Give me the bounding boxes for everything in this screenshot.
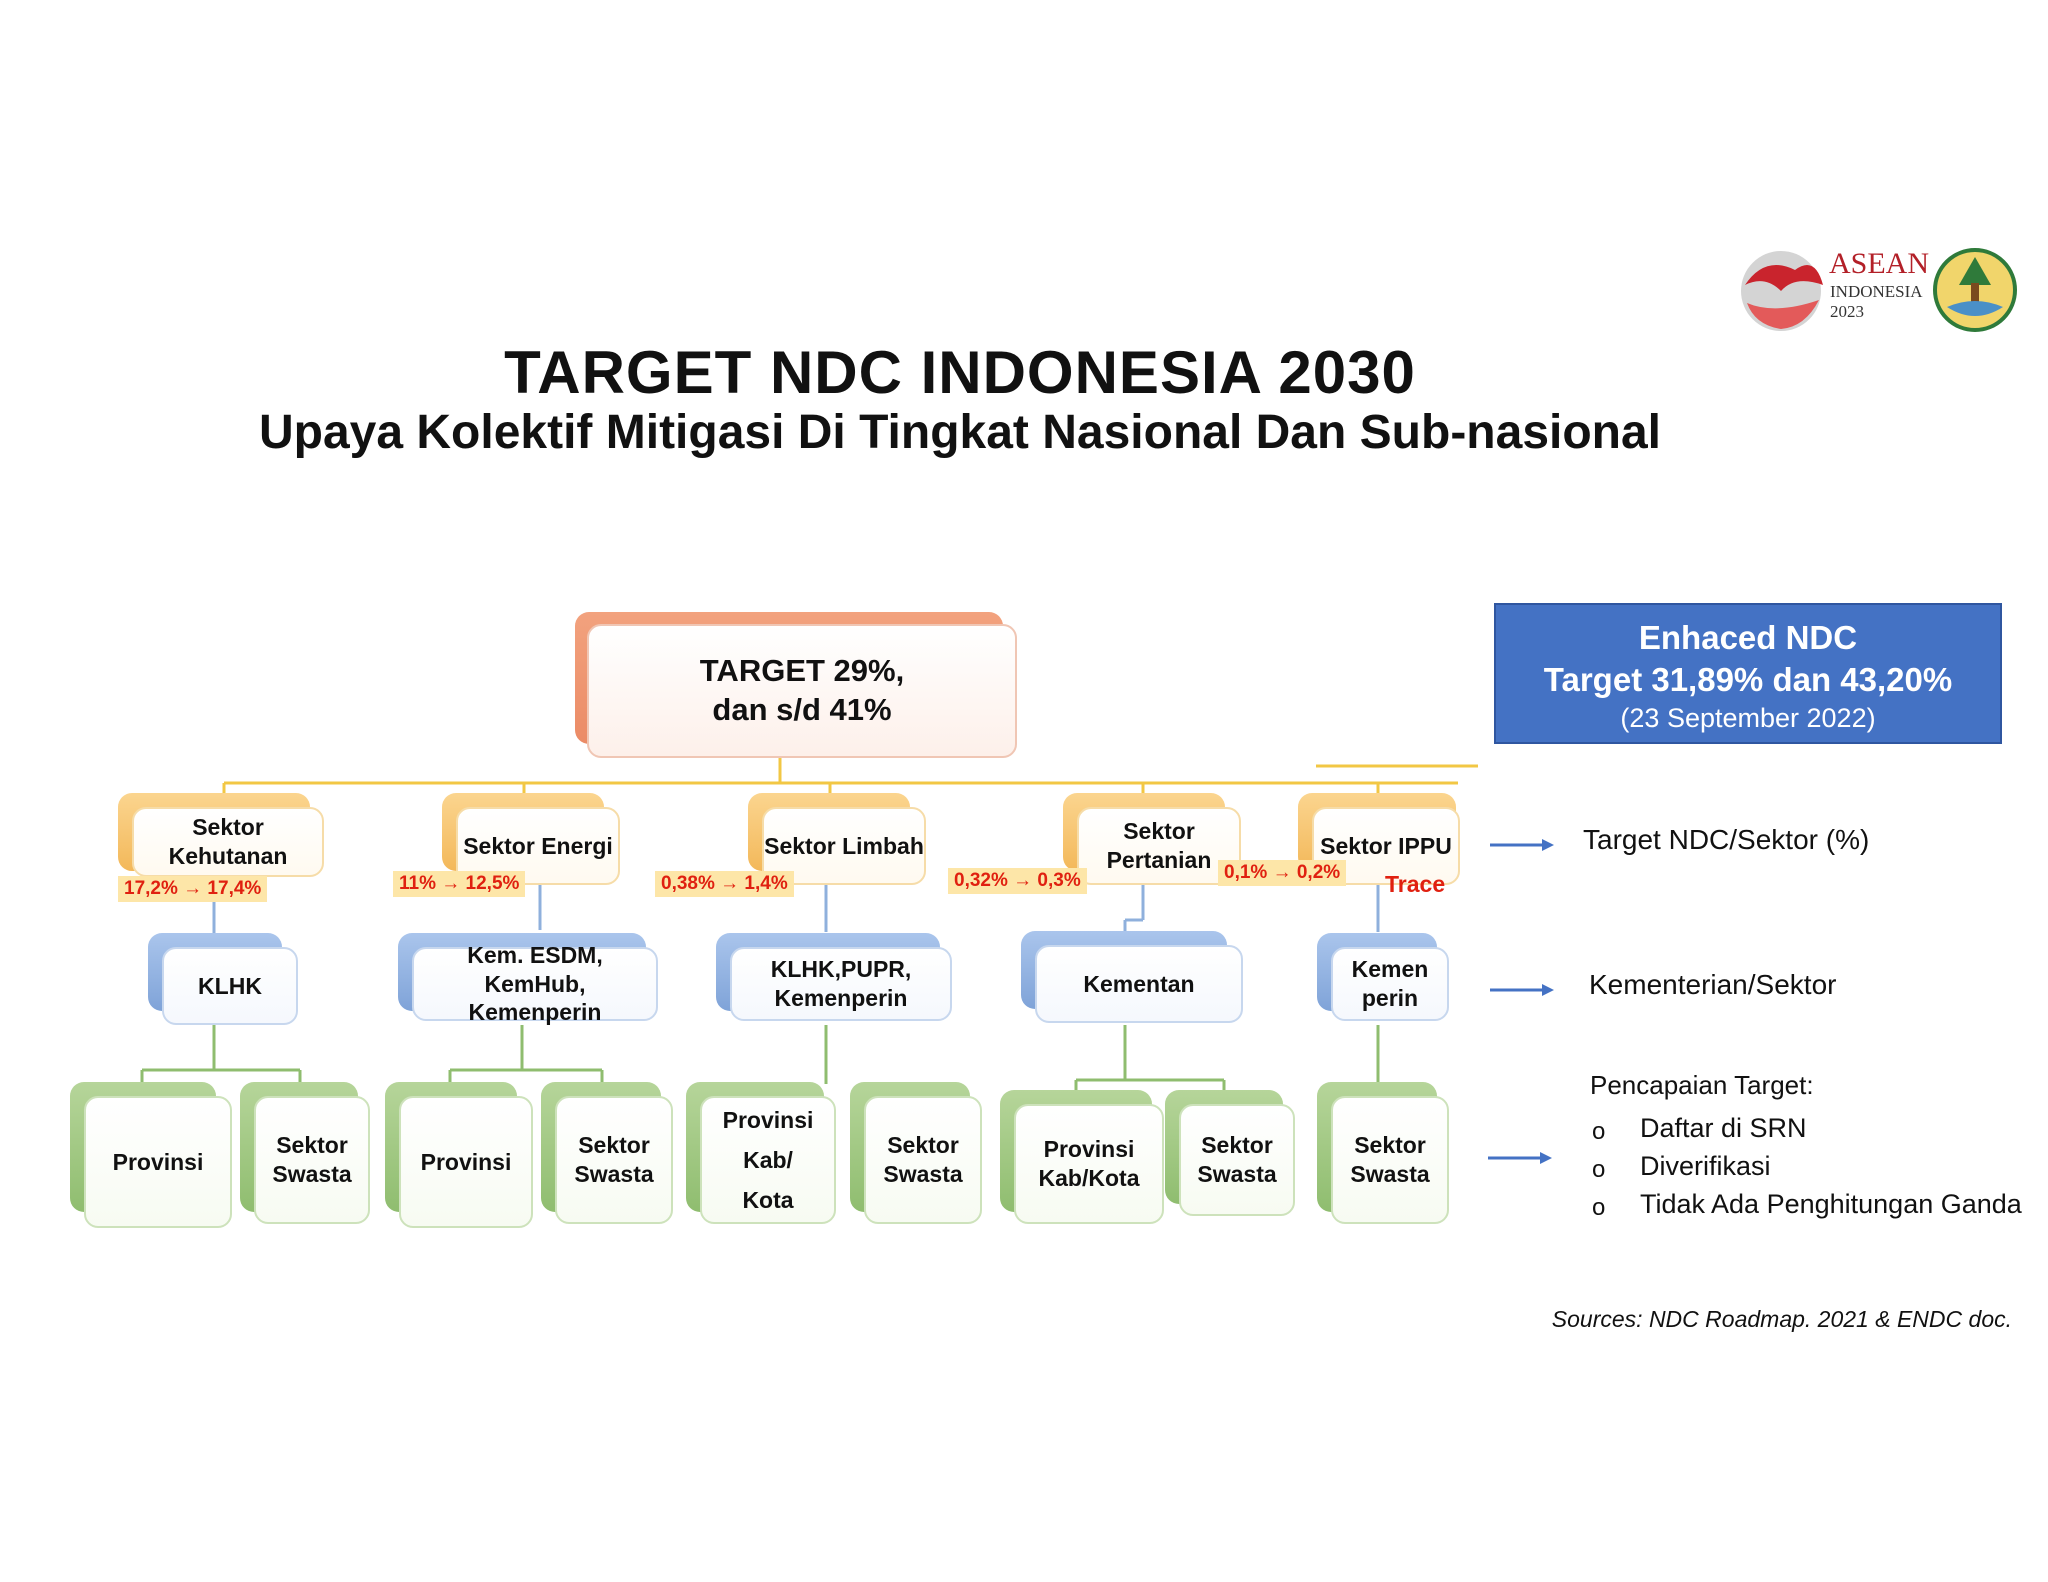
sector-label: Sektor Energi xyxy=(456,807,620,885)
ministry-label: KLHK,PUPR, Kemenperin xyxy=(730,947,952,1021)
trace-note: Trace xyxy=(1385,871,1446,897)
sector-label: Sektor IPPU xyxy=(1312,807,1460,885)
asean-swoosh-icon xyxy=(1741,251,1823,331)
leaf-label: Provinsi Kab/ Kota xyxy=(700,1096,836,1224)
indonesia-text: INDONESIA xyxy=(1830,282,1923,301)
ministry-label: Kem. ESDM, KemHub, Kemenperin xyxy=(412,942,658,1025)
ministry-node-kementan: Kementan xyxy=(1021,931,1243,1023)
leaf-node-provinsi: Provinsi xyxy=(385,1082,533,1228)
ministry-node-klhk-pupr: KLHK,PUPR, Kemenperin xyxy=(716,933,954,1025)
leaf-node-swasta: Sektor Swasta xyxy=(1165,1090,1297,1218)
enhanced-target: Target 31,89% dan 43,20% xyxy=(1543,661,1953,698)
arrow-right-icon xyxy=(1490,839,1554,851)
ministry-label: Kementan xyxy=(1035,945,1243,1023)
leaf-node-swasta: Sektor Swasta xyxy=(541,1082,675,1226)
leaf-label: Provinsi xyxy=(399,1096,533,1228)
enhanced-title: Enhaced NDC xyxy=(1638,619,1858,656)
sector-node-energi: Sektor Energi xyxy=(442,793,620,885)
sector-label: Sektor Kehutanan xyxy=(132,807,324,877)
leaf-label: Provinsi xyxy=(84,1096,232,1228)
sector-label: Sektor Pertanian xyxy=(1077,807,1241,885)
enhanced-date: (23 September 2022) xyxy=(1620,703,1876,733)
legend-ministry: Kementerian/Sektor xyxy=(1589,969,1837,1000)
source-note: Sources: NDC Roadmap. 2021 & ENDC doc. xyxy=(1551,1306,2012,1332)
leaf-label: Sektor Swasta xyxy=(864,1096,982,1224)
bullet-marker: o xyxy=(1592,1156,1606,1183)
root-line2: dan s/d 41% xyxy=(712,692,892,727)
arrow-right-icon xyxy=(1488,1152,1552,1164)
leaf-node-swasta: Sektor Swasta xyxy=(240,1082,372,1226)
ministry-emblem-icon xyxy=(1933,248,2017,332)
year-text: 2023 xyxy=(1830,302,1864,321)
page-subtitle: Upaya Kolektif Mitigasi Di Tingkat Nasio… xyxy=(258,406,1662,459)
sector-target-pct: 11% → 12,5% xyxy=(393,871,526,897)
leaf-label: Sektor Swasta xyxy=(1331,1096,1449,1224)
asean-text: ASEAN xyxy=(1829,247,1930,280)
ministry-node-kemenperin: Kemen perin xyxy=(1317,933,1451,1025)
sector-node-pertanian: Sektor Pertanian xyxy=(1063,793,1241,885)
enhanced-ndc-box: Enhaced NDC Target 31,89% dan 43,20% (23… xyxy=(1494,603,2002,744)
leaf-label: Sektor Swasta xyxy=(254,1096,370,1224)
leaf-label: Provinsi Kab/Kota xyxy=(1014,1104,1164,1224)
sector-target-pct: 0,1% → 0,2% xyxy=(1218,860,1347,886)
bullet-text: Tidak Ada Penghitungan Ganda xyxy=(1640,1189,2022,1219)
bullet-marker: o xyxy=(1592,1118,1606,1145)
leaf-node-provinsi: Provinsi xyxy=(70,1082,232,1228)
sector-target-pct: 0,32% → 0,3% xyxy=(948,868,1087,894)
bullet-text: Daftar di SRN xyxy=(1640,1113,1807,1143)
ministry-node-esdm: Kem. ESDM, KemHub, Kemenperin xyxy=(398,933,660,1025)
leaf-node-provinsi-kabkota: Provinsi Kab/ Kota xyxy=(686,1082,838,1226)
ministry-label: Kemen perin xyxy=(1331,947,1449,1021)
sector-target-pct: 0,38% → 1,4% xyxy=(655,871,794,897)
sector-target-pct: 17,2% → 17,4% xyxy=(118,876,268,902)
sector-node-kehutanan: Sektor Kehutanan xyxy=(118,793,324,877)
leaf-node-swasta: Sektor Swasta xyxy=(1317,1082,1451,1226)
legend-target-sector: Target NDC/Sektor (%) xyxy=(1583,824,1870,855)
root-target-node: TARGET 29%, dan s/d 41% xyxy=(575,612,1017,758)
bullet-marker: o xyxy=(1592,1194,1606,1221)
leaf-label: Sektor Swasta xyxy=(1179,1104,1295,1216)
leaf-node-swasta: Sektor Swasta xyxy=(850,1082,984,1226)
ministry-node-klhk: KLHK xyxy=(148,933,298,1025)
page-title: TARGET NDC INDONESIA 2030 xyxy=(504,339,1416,406)
arrow-right-icon xyxy=(1490,984,1554,996)
legend-achievement-title: Pencapaian Target: xyxy=(1590,1070,1814,1100)
leaf-label: Sektor Swasta xyxy=(555,1096,673,1224)
bullet-text: Diverifikasi xyxy=(1640,1151,1771,1181)
sector-node-ippu: Sektor IPPU xyxy=(1298,793,1460,885)
root-line1: TARGET 29%, xyxy=(699,653,905,689)
leaf-node-provinsi-kabkota: Provinsi Kab/Kota xyxy=(1000,1090,1166,1226)
asean-indonesia-logo: ASEAN INDONESIA 2023 xyxy=(1735,245,2020,337)
ministry-label: KLHK xyxy=(162,947,298,1025)
